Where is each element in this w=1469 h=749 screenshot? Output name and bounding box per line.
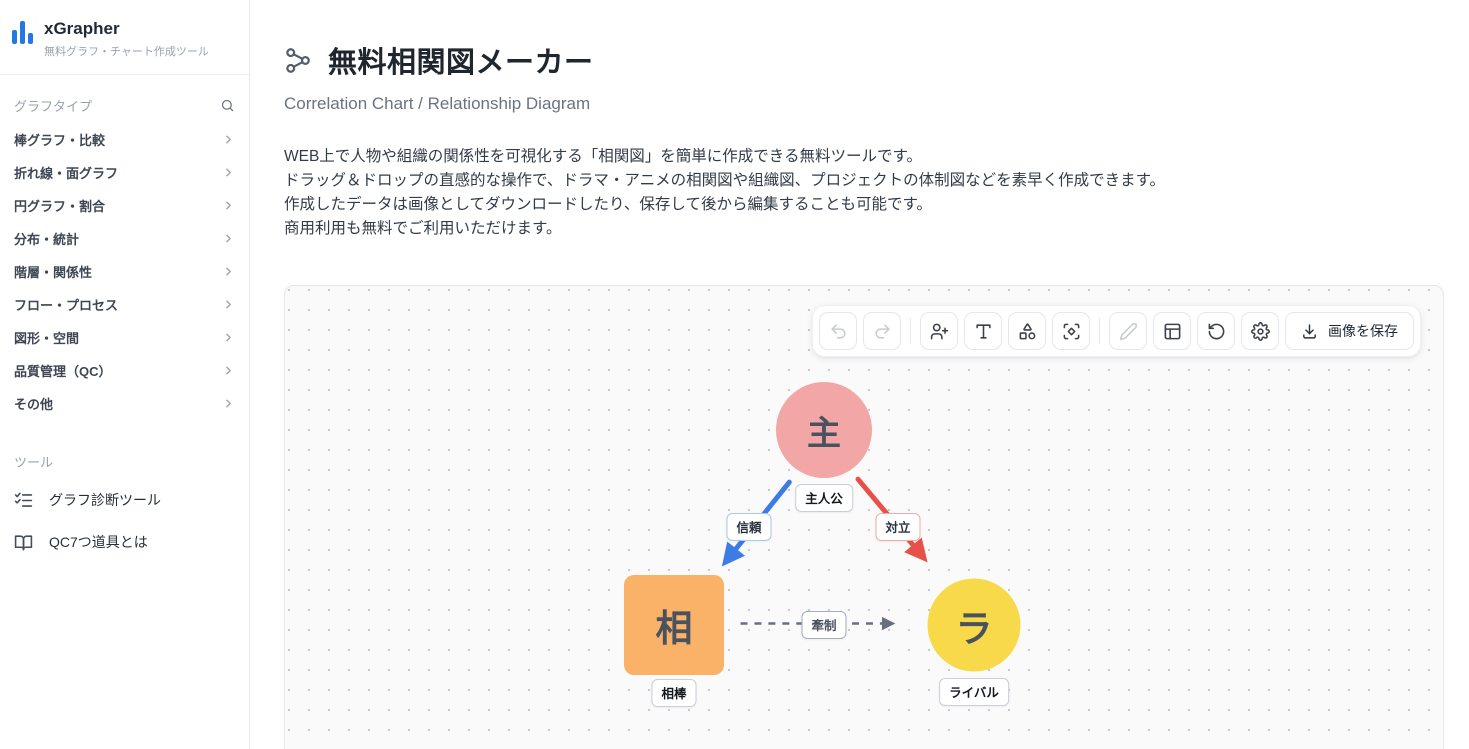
node-rival[interactable]: ラ xyxy=(927,578,1021,672)
rotate-ccw-icon xyxy=(1208,323,1224,339)
redo-icon xyxy=(874,323,890,339)
book-open-icon xyxy=(14,534,33,550)
add-text-button[interactable] xyxy=(964,312,1002,350)
chevron-right-icon xyxy=(226,135,231,144)
tools-header: ツール xyxy=(14,455,54,470)
app-tagline: 無料グラフ・チャート作成ツール xyxy=(44,46,209,58)
page-description: WEB上で人物や組織の関係性を可視化する「相関図」を簡単に作成できる無料ツールで… xyxy=(284,145,1469,241)
edit-pencil-button[interactable] xyxy=(1109,312,1147,350)
sidebar-item-distribution-stats[interactable]: 分布・統計 xyxy=(13,222,236,255)
app-name: xGrapher xyxy=(44,19,120,38)
node-label-protagonist[interactable]: 主人公 xyxy=(795,484,853,512)
chevron-right-icon xyxy=(226,201,231,210)
table-layout-icon xyxy=(1164,323,1180,339)
canvas-toolbar: 画像を保存 xyxy=(812,305,1421,357)
sidebar-item-line-area-charts[interactable]: 折れ線・面グラフ xyxy=(13,156,236,189)
node-label-rival[interactable]: ライバル xyxy=(939,678,1009,706)
edge-label-restraint[interactable]: 牽制 xyxy=(801,611,847,639)
toolbar-divider xyxy=(1099,318,1100,344)
bar-chart-logo-icon xyxy=(12,21,33,44)
sidebar-item-shapes-space[interactable]: 図形・空間 xyxy=(13,321,236,354)
save-image-label: 画像を保存 xyxy=(1328,323,1398,339)
edge-label-trust[interactable]: 信頼 xyxy=(726,513,772,541)
sidebar-item-chart-diagnosis-tool[interactable]: グラフ診断ツール xyxy=(13,479,236,521)
chevron-right-icon xyxy=(226,399,231,408)
diagram-canvas[interactable]: 画像を保存 主 相 ラ 主人公 相棒 ライバル 信頼 対立 牽制 xyxy=(284,285,1444,749)
download-icon xyxy=(1303,323,1316,339)
text-icon xyxy=(975,323,991,339)
main-content: 無料相関図メーカー Correlation Chart / Relationsh… xyxy=(250,0,1469,749)
share-network-icon xyxy=(286,47,310,73)
shapes-icon xyxy=(1019,322,1035,339)
description-line: ドラッグ＆ドロップの直感的な操作で、ドラマ・アニメの相関図や組織図、プロジェクト… xyxy=(284,172,1166,189)
sidebar-item-qc7-tools[interactable]: QC7つ道具とは xyxy=(13,521,236,563)
page-subtitle: Correlation Chart / Relationship Diagram xyxy=(284,94,591,113)
reset-view-button[interactable] xyxy=(1197,312,1235,350)
sidebar-item-hierarchy-relations[interactable]: 階層・関係性 xyxy=(13,255,236,288)
chevron-right-icon xyxy=(226,300,231,309)
description-line: WEB上で人物や組織の関係性を可視化する「相関図」を簡単に作成できる無料ツールで… xyxy=(284,148,922,165)
chevron-right-icon xyxy=(226,168,231,177)
sidebar-item-pie-charts[interactable]: 円グラフ・割合 xyxy=(13,189,236,222)
user-plus-icon xyxy=(930,323,948,339)
sidebar-item-quality-control[interactable]: 品質管理（QC） xyxy=(13,354,236,387)
scan-select-icon xyxy=(1063,323,1079,339)
sidebar-item-flow-process[interactable]: フロー・プロセス xyxy=(13,288,236,321)
sidebar-item-bar-charts[interactable]: 棒グラフ・比較 xyxy=(13,123,236,156)
gear-icon xyxy=(1250,321,1270,341)
chevron-right-icon xyxy=(226,234,231,243)
redo-button[interactable] xyxy=(863,312,901,350)
node-protagonist[interactable]: 主 xyxy=(776,382,872,478)
page-title: 無料相関図メーカー xyxy=(328,47,594,79)
chevron-right-icon xyxy=(226,333,231,342)
undo-icon xyxy=(830,323,846,339)
app-brand[interactable]: xGrapher 無料グラフ・チャート作成ツール xyxy=(0,0,249,75)
list-checks-icon xyxy=(14,492,33,507)
undo-button[interactable] xyxy=(819,312,857,350)
chevron-right-icon xyxy=(226,366,231,375)
sidebar-item-others[interactable]: その他 xyxy=(13,387,236,420)
description-line: 商用利用も無料でご利用いただけます。 xyxy=(284,220,562,237)
pencil-icon xyxy=(1119,322,1137,340)
chevron-right-icon xyxy=(226,267,231,276)
add-person-button[interactable] xyxy=(920,312,958,350)
edge-label-conflict[interactable]: 対立 xyxy=(875,513,921,541)
frame-select-button[interactable] xyxy=(1052,312,1090,350)
search-icon[interactable] xyxy=(220,98,235,113)
settings-button[interactable] xyxy=(1241,312,1279,350)
add-shape-button[interactable] xyxy=(1008,312,1046,350)
save-image-button[interactable]: 画像を保存 xyxy=(1285,312,1414,350)
toolbar-divider xyxy=(910,318,911,344)
node-partner[interactable]: 相 xyxy=(624,575,724,675)
node-label-partner[interactable]: 相棒 xyxy=(651,679,697,707)
chart-types-header: グラフタイプ xyxy=(14,99,93,114)
description-line: 作成したデータは画像としてダウンロードしたり、保存して後から編集することも可能で… xyxy=(284,196,932,213)
sidebar: xGrapher 無料グラフ・チャート作成ツール グラフタイプ 棒グラフ・比較 … xyxy=(0,0,250,749)
layout-table-button[interactable] xyxy=(1153,312,1191,350)
